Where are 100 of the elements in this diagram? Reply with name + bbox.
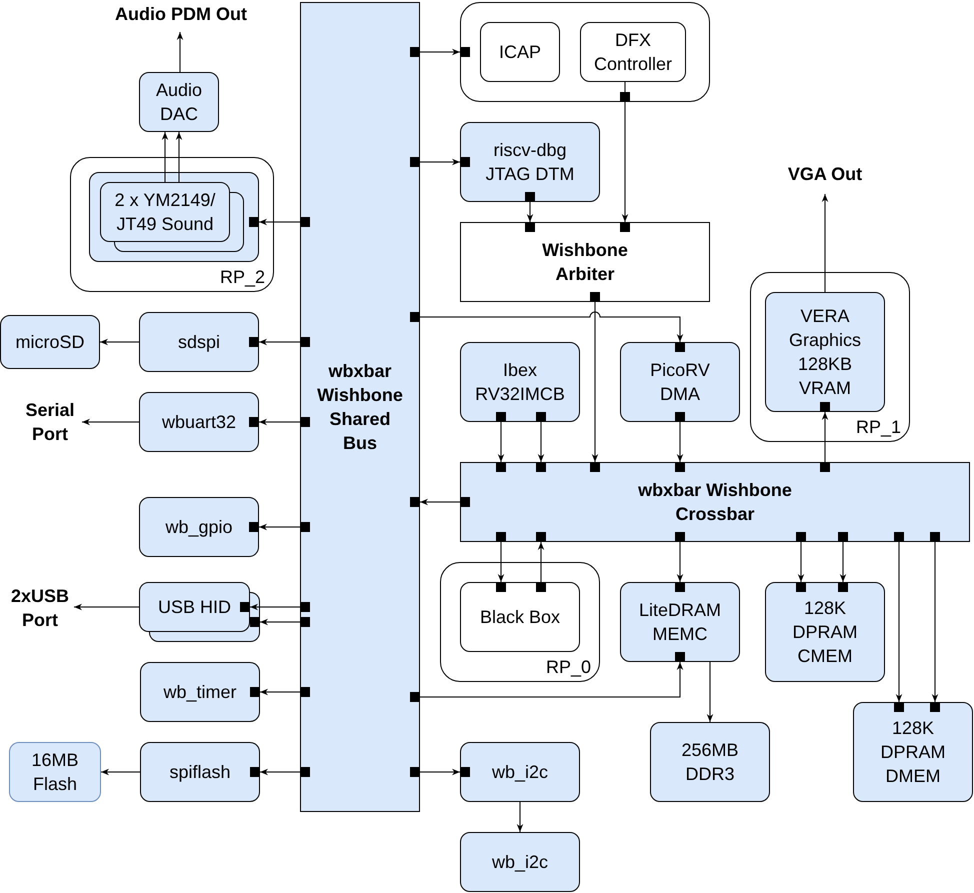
module-label: LiteDRAM MEMC (638, 599, 722, 646)
arrow (516, 802, 524, 832)
module-label: ICAP (498, 41, 541, 64)
arrow (176, 132, 182, 182)
io-label: Audio PDM Out (115, 2, 247, 26)
arrow (822, 194, 828, 292)
arrow (176, 32, 184, 72)
module-box (0, 315, 100, 369)
arrow (420, 768, 460, 776)
module-box (140, 742, 260, 802)
module-label: USB HID (158, 596, 231, 619)
crossbar-block (460, 462, 970, 542)
module-box (460, 122, 600, 202)
arbiter-block (460, 222, 710, 302)
module-label: riscv-dbg JTAG DTM (484, 139, 576, 186)
arrow (498, 542, 504, 582)
arrow (538, 422, 544, 462)
bus-block (300, 2, 420, 812)
arrow (258, 218, 300, 226)
arrow (932, 542, 938, 702)
io-label: 2xUSB Port (9, 584, 71, 632)
block-label: Wishbone Arbiter (541, 239, 629, 286)
arrow (260, 768, 300, 776)
module-box (460, 342, 580, 422)
arrow (622, 82, 628, 222)
module-box (580, 22, 686, 82)
module-box (765, 582, 885, 682)
module-label: wbuart32 (162, 411, 236, 434)
partition-box (440, 562, 600, 682)
arrow (840, 542, 846, 582)
module-label: 2 x YM2149/ JT49 Sound (114, 189, 216, 236)
module-box (139, 72, 219, 132)
module-box (620, 582, 740, 662)
stacked-module-box (139, 582, 260, 642)
arrow (822, 412, 828, 462)
arrow (420, 48, 460, 56)
module-label: spiflash (169, 761, 231, 784)
arrow (526, 202, 534, 222)
arrow (896, 542, 902, 702)
arrow (260, 618, 300, 626)
module-box (765, 292, 885, 412)
module-label: microSD (15, 331, 84, 354)
module-label: Audio DAC (154, 79, 204, 126)
partition-label: RP_1 (856, 416, 901, 438)
arrow (162, 132, 168, 182)
module-box (853, 702, 973, 802)
arrow (538, 542, 544, 582)
io-label: Serial Port (22, 398, 78, 446)
module-label: wb_gpio (165, 516, 233, 539)
arrow (258, 524, 300, 530)
module-label: sdspi (178, 331, 220, 354)
block-label: wbxbar Wishbone Shared Bus (316, 360, 404, 455)
module-box (620, 342, 740, 422)
partition-box (750, 272, 910, 442)
module-box (139, 312, 259, 372)
module-box (460, 582, 580, 652)
partition-label: RP_2 (220, 266, 265, 288)
arrow (592, 302, 598, 462)
arrow (420, 312, 684, 342)
arrow (250, 604, 300, 610)
arrow (498, 422, 504, 462)
memory-box (9, 742, 101, 802)
block-label: wbxbar Wishbone Crossbar (637, 479, 793, 526)
arrow (420, 662, 684, 698)
module-label: 16MB Flash (30, 749, 80, 796)
module-box (140, 662, 260, 722)
arrow (260, 688, 300, 696)
arrow (258, 338, 300, 346)
arrow (100, 768, 140, 776)
module-box (139, 392, 259, 452)
module-label: wb_i2c (492, 761, 548, 784)
arrow (258, 418, 300, 426)
module-box (460, 832, 580, 892)
arrow (706, 662, 714, 722)
io-label: VGA Out (788, 162, 862, 186)
arrow (74, 604, 140, 610)
module-label: 128K DPRAM CMEM (791, 597, 858, 668)
arrow (82, 418, 140, 426)
arrow (676, 422, 684, 462)
module-label: 256MB DDR3 (680, 739, 740, 786)
module-label: Ibex RV32IMCB (474, 359, 566, 406)
arrow (420, 158, 460, 166)
partition-label: RP_0 (546, 656, 591, 678)
module-label: PicoRV DMA (649, 359, 711, 406)
partition-box (70, 157, 274, 292)
module-box (480, 22, 560, 82)
module-label: Black Box (480, 606, 560, 629)
module-box (139, 497, 259, 557)
arrow (798, 542, 804, 582)
arrow (100, 338, 140, 346)
arrow (676, 542, 684, 582)
partition-box (460, 2, 710, 102)
stacked-module-box (100, 182, 244, 252)
module-label: wb_i2c (492, 851, 548, 874)
module-label: VERA Graphics 128KB VRAM (788, 305, 862, 400)
module-label: DFX Controller (592, 29, 674, 76)
module-box (650, 722, 770, 802)
arrow (420, 498, 460, 506)
module-box (89, 172, 259, 262)
module-box (460, 742, 580, 802)
